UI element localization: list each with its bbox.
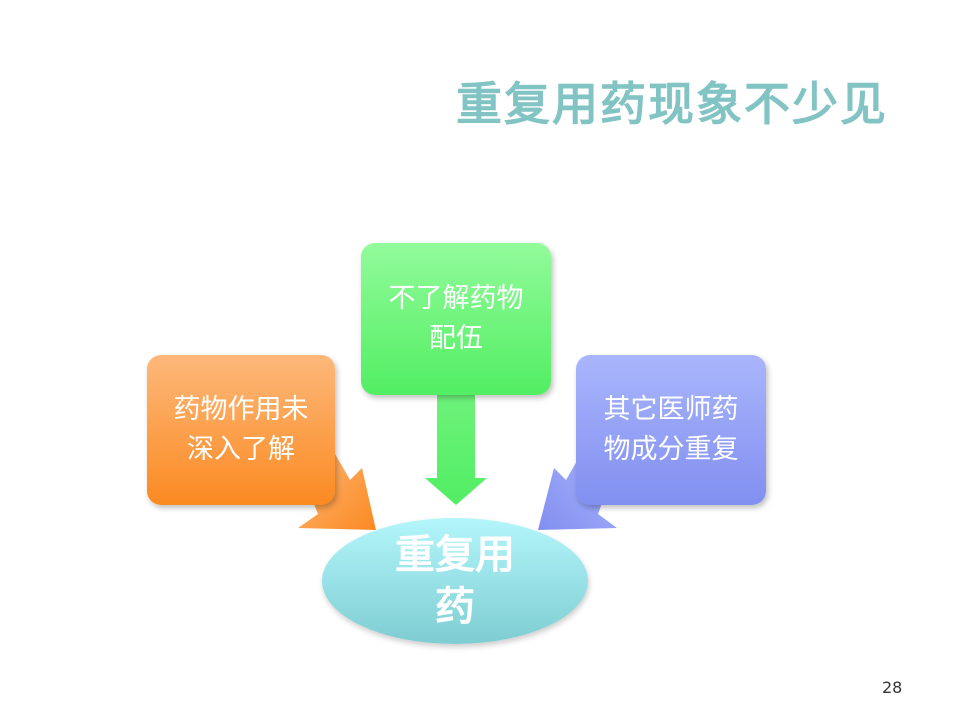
slide-title: 重复用药现象不少见 [456, 77, 888, 131]
cause-box-duplication: 其它医师药物成分重复 [576, 355, 766, 505]
center-label: 重复用药 [395, 532, 515, 630]
box-label: 不了解药物配伍 [388, 283, 524, 354]
box-label: 药物作用未深入了解 [173, 394, 309, 465]
center-ellipse: 重复用药 [322, 518, 588, 644]
cause-box-understanding: 药物作用未深入了解 [147, 355, 335, 505]
cause-box-compatibility: 不了解药物配伍 [361, 243, 551, 395]
arrow-middle [425, 395, 487, 505]
page-number: 28 [882, 678, 903, 697]
box-label: 其它医师药物成分重复 [603, 394, 739, 465]
